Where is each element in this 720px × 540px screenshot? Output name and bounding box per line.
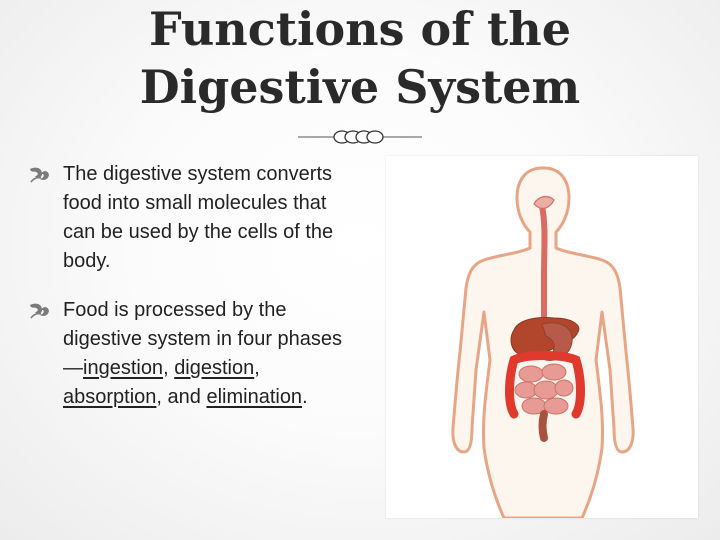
term-absorption: absorption [63, 386, 157, 408]
term-elimination: elimination [206, 386, 303, 408]
digestive-system-figure [386, 156, 698, 518]
bullet-2-suffix: . [302, 386, 308, 408]
term-digestion: digestion [174, 357, 255, 379]
bullet-1-text: The digestive system converts food into … [63, 163, 334, 272]
bullet-2-sep-2: , [254, 357, 260, 379]
bullet-item-1: The digestive system converts food into … [28, 160, 348, 276]
bullet-item-2: Food is processed by the digestive syste… [28, 296, 348, 412]
large-intestine [505, 351, 585, 419]
bullet-2-sep-1: , [163, 357, 175, 379]
page-title: Functions of the Digestive System [0, 0, 720, 116]
bullet-2-prefix: Food is processed by the digestive syste… [63, 299, 343, 379]
small-intestine [514, 363, 574, 415]
digestive-system-illustration [451, 166, 635, 518]
rectum [538, 410, 548, 442]
esophagus [539, 203, 548, 319]
title-line-2: Digestive System [139, 60, 581, 114]
title-line-1: Functions of the [149, 2, 571, 56]
bullet-2-sep-3: , and [156, 386, 207, 408]
term-ingestion: ingestion [83, 357, 164, 379]
fleuron-bullet-icon [30, 167, 49, 183]
bullet-list: The digestive system converts food into … [28, 160, 348, 432]
fleuron-bullet-icon [30, 303, 49, 319]
ornament-divider-icon [298, 130, 422, 144]
